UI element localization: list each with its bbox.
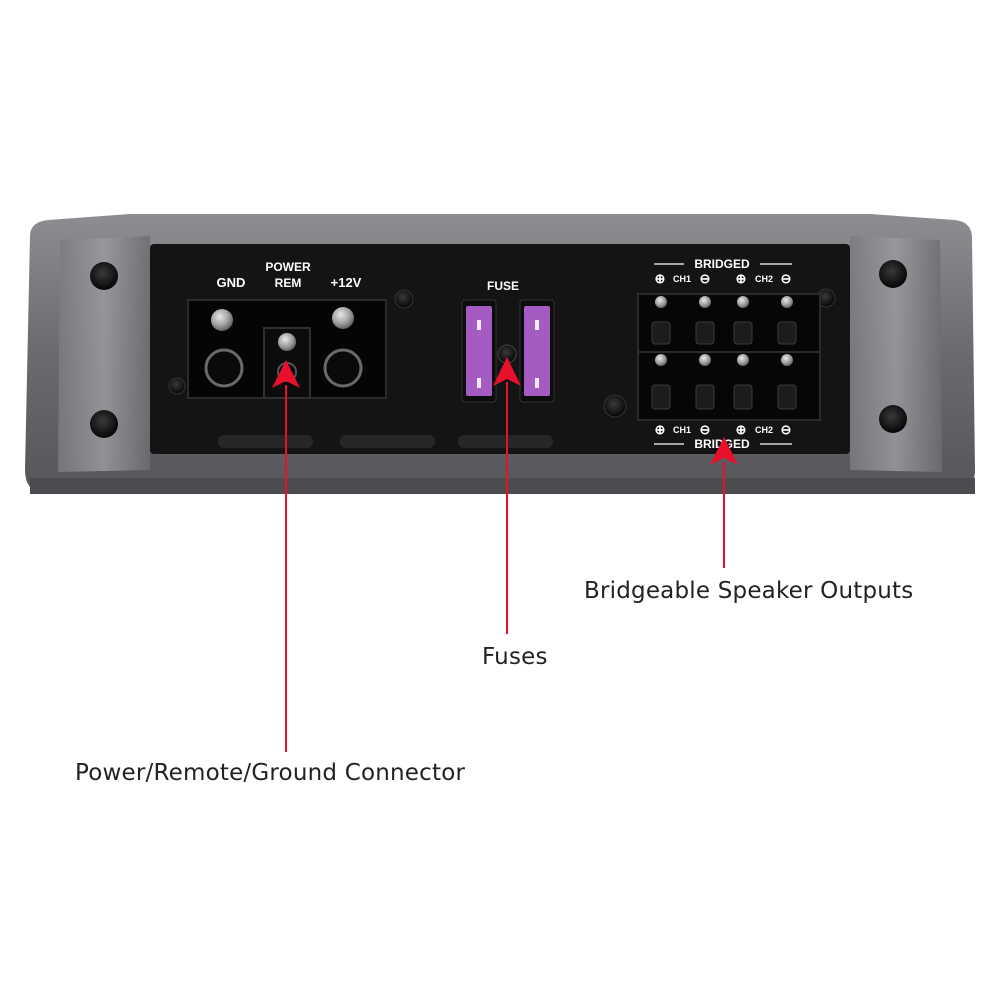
speaker-outputs-callout: Bridgeable Speaker Outputs bbox=[584, 578, 914, 604]
terminal-screws-top-row bbox=[655, 296, 793, 366]
ch1-top-label: CH1 bbox=[673, 274, 691, 284]
ch1-bottom-label: CH1 bbox=[673, 425, 691, 435]
plus12v-wire-port-icon bbox=[323, 348, 363, 388]
power-connector-callout: Power/Remote/Ground Connector bbox=[75, 760, 466, 786]
gnd-label: GND bbox=[217, 275, 246, 290]
callout-arrows bbox=[272, 357, 738, 752]
minus-icon: ⊖ bbox=[781, 422, 792, 437]
plus-icon: ⊕ bbox=[736, 422, 747, 437]
chassis-screws bbox=[90, 260, 907, 438]
power-arrow-head-icon bbox=[272, 360, 300, 388]
panel-screw-icon bbox=[168, 377, 186, 395]
rem-label: REM bbox=[275, 276, 302, 290]
screw-icon bbox=[90, 262, 118, 290]
ch2-bottom-label: CH2 bbox=[755, 425, 773, 435]
gnd-wire-port-icon bbox=[204, 348, 244, 388]
ch2-top-label: CH2 bbox=[755, 274, 773, 284]
minus-icon: ⊖ bbox=[700, 422, 711, 437]
speaker-output-terminals: BRIDGED ⊕ CH1 ⊖ ⊕ CH2 ⊖ bbox=[637, 257, 821, 451]
power-label: POWER bbox=[265, 260, 311, 274]
panel-screw-icon bbox=[603, 394, 627, 418]
rem-terminal-screw-icon bbox=[278, 333, 296, 351]
gnd-terminal-screw-icon bbox=[211, 309, 233, 331]
plus12v-label: +12V bbox=[331, 275, 362, 290]
fuses-callout: Fuses bbox=[482, 644, 548, 670]
screw-icon bbox=[879, 260, 907, 288]
plus12v-terminal-screw-icon bbox=[332, 307, 354, 329]
plus-icon: ⊕ bbox=[655, 422, 666, 437]
screw-icon bbox=[879, 405, 907, 433]
plus-icon: ⊕ bbox=[736, 271, 747, 286]
fuse-label: FUSE bbox=[487, 279, 519, 293]
speaker-arrow-head-icon bbox=[710, 437, 738, 465]
fuse-holder: FUSE bbox=[461, 279, 555, 403]
fuse-right-icon bbox=[524, 306, 550, 396]
panel-screw-icon bbox=[394, 289, 414, 309]
plus-icon: ⊕ bbox=[655, 271, 666, 286]
screw-icon bbox=[90, 410, 118, 438]
terminal-ports bbox=[651, 321, 797, 410]
fuse-left-icon bbox=[466, 306, 492, 396]
minus-icon: ⊖ bbox=[781, 271, 792, 286]
fuse-arrow-head-icon bbox=[493, 357, 521, 386]
minus-icon: ⊖ bbox=[700, 271, 711, 286]
bridged-top-label: BRIDGED bbox=[694, 257, 750, 271]
